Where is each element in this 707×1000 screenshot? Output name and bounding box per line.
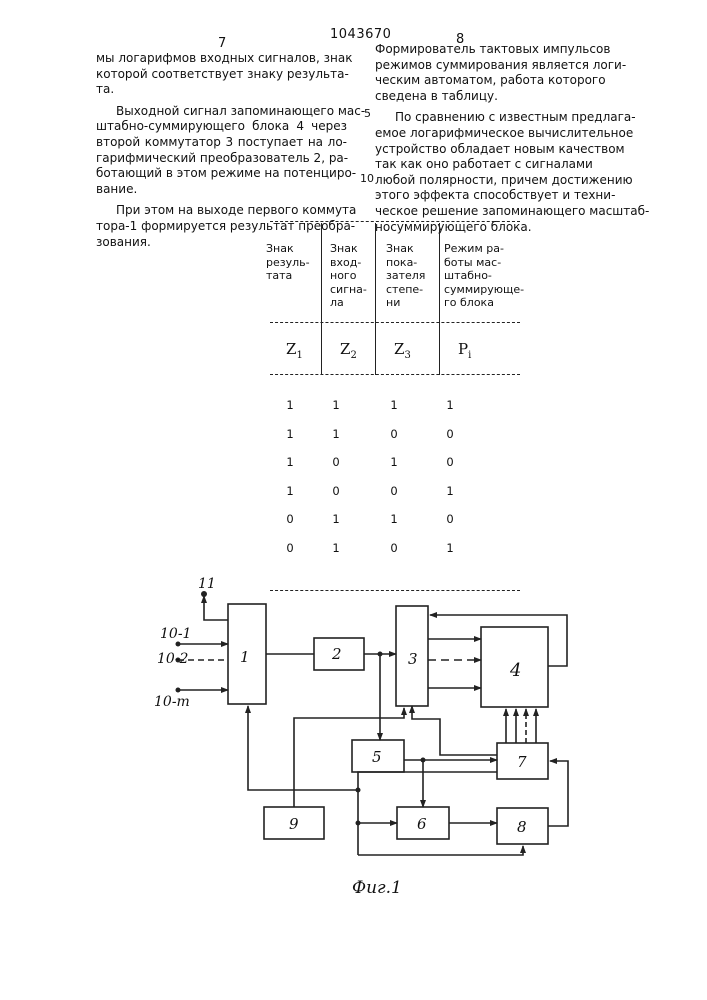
feedback-4-3	[430, 615, 567, 666]
input-10-m-terminal	[176, 688, 181, 693]
block-5-label: 5	[372, 748, 382, 766]
input-10-2-label: 10-2	[157, 651, 189, 667]
link-9-3	[294, 708, 404, 807]
junction-5-out	[421, 758, 426, 763]
figure-caption: Фиг.1	[352, 878, 402, 898]
junction-bus	[356, 788, 361, 793]
block-8-label: 8	[517, 818, 527, 836]
input-10-1-terminal	[176, 642, 181, 647]
output-11-line	[204, 596, 228, 620]
input-10-1-label: 10-1	[160, 626, 191, 642]
block-4-label: 4	[509, 660, 521, 681]
junction-2-out	[378, 652, 383, 657]
block-7-label: 7	[517, 753, 527, 771]
feedback-8-7	[548, 761, 568, 826]
output-11-label: 11	[198, 576, 216, 592]
link-7-3	[412, 706, 497, 755]
block-1-label: 1	[240, 648, 250, 666]
link-bus-8	[358, 846, 523, 855]
block-9-label: 9	[289, 815, 299, 833]
block-3-label: 3	[408, 650, 418, 668]
input-10-m-label: 10-m	[154, 694, 190, 710]
block-6-label: 6	[417, 815, 427, 833]
block-2-label: 2	[331, 645, 342, 663]
junction-bus-6	[356, 821, 361, 826]
